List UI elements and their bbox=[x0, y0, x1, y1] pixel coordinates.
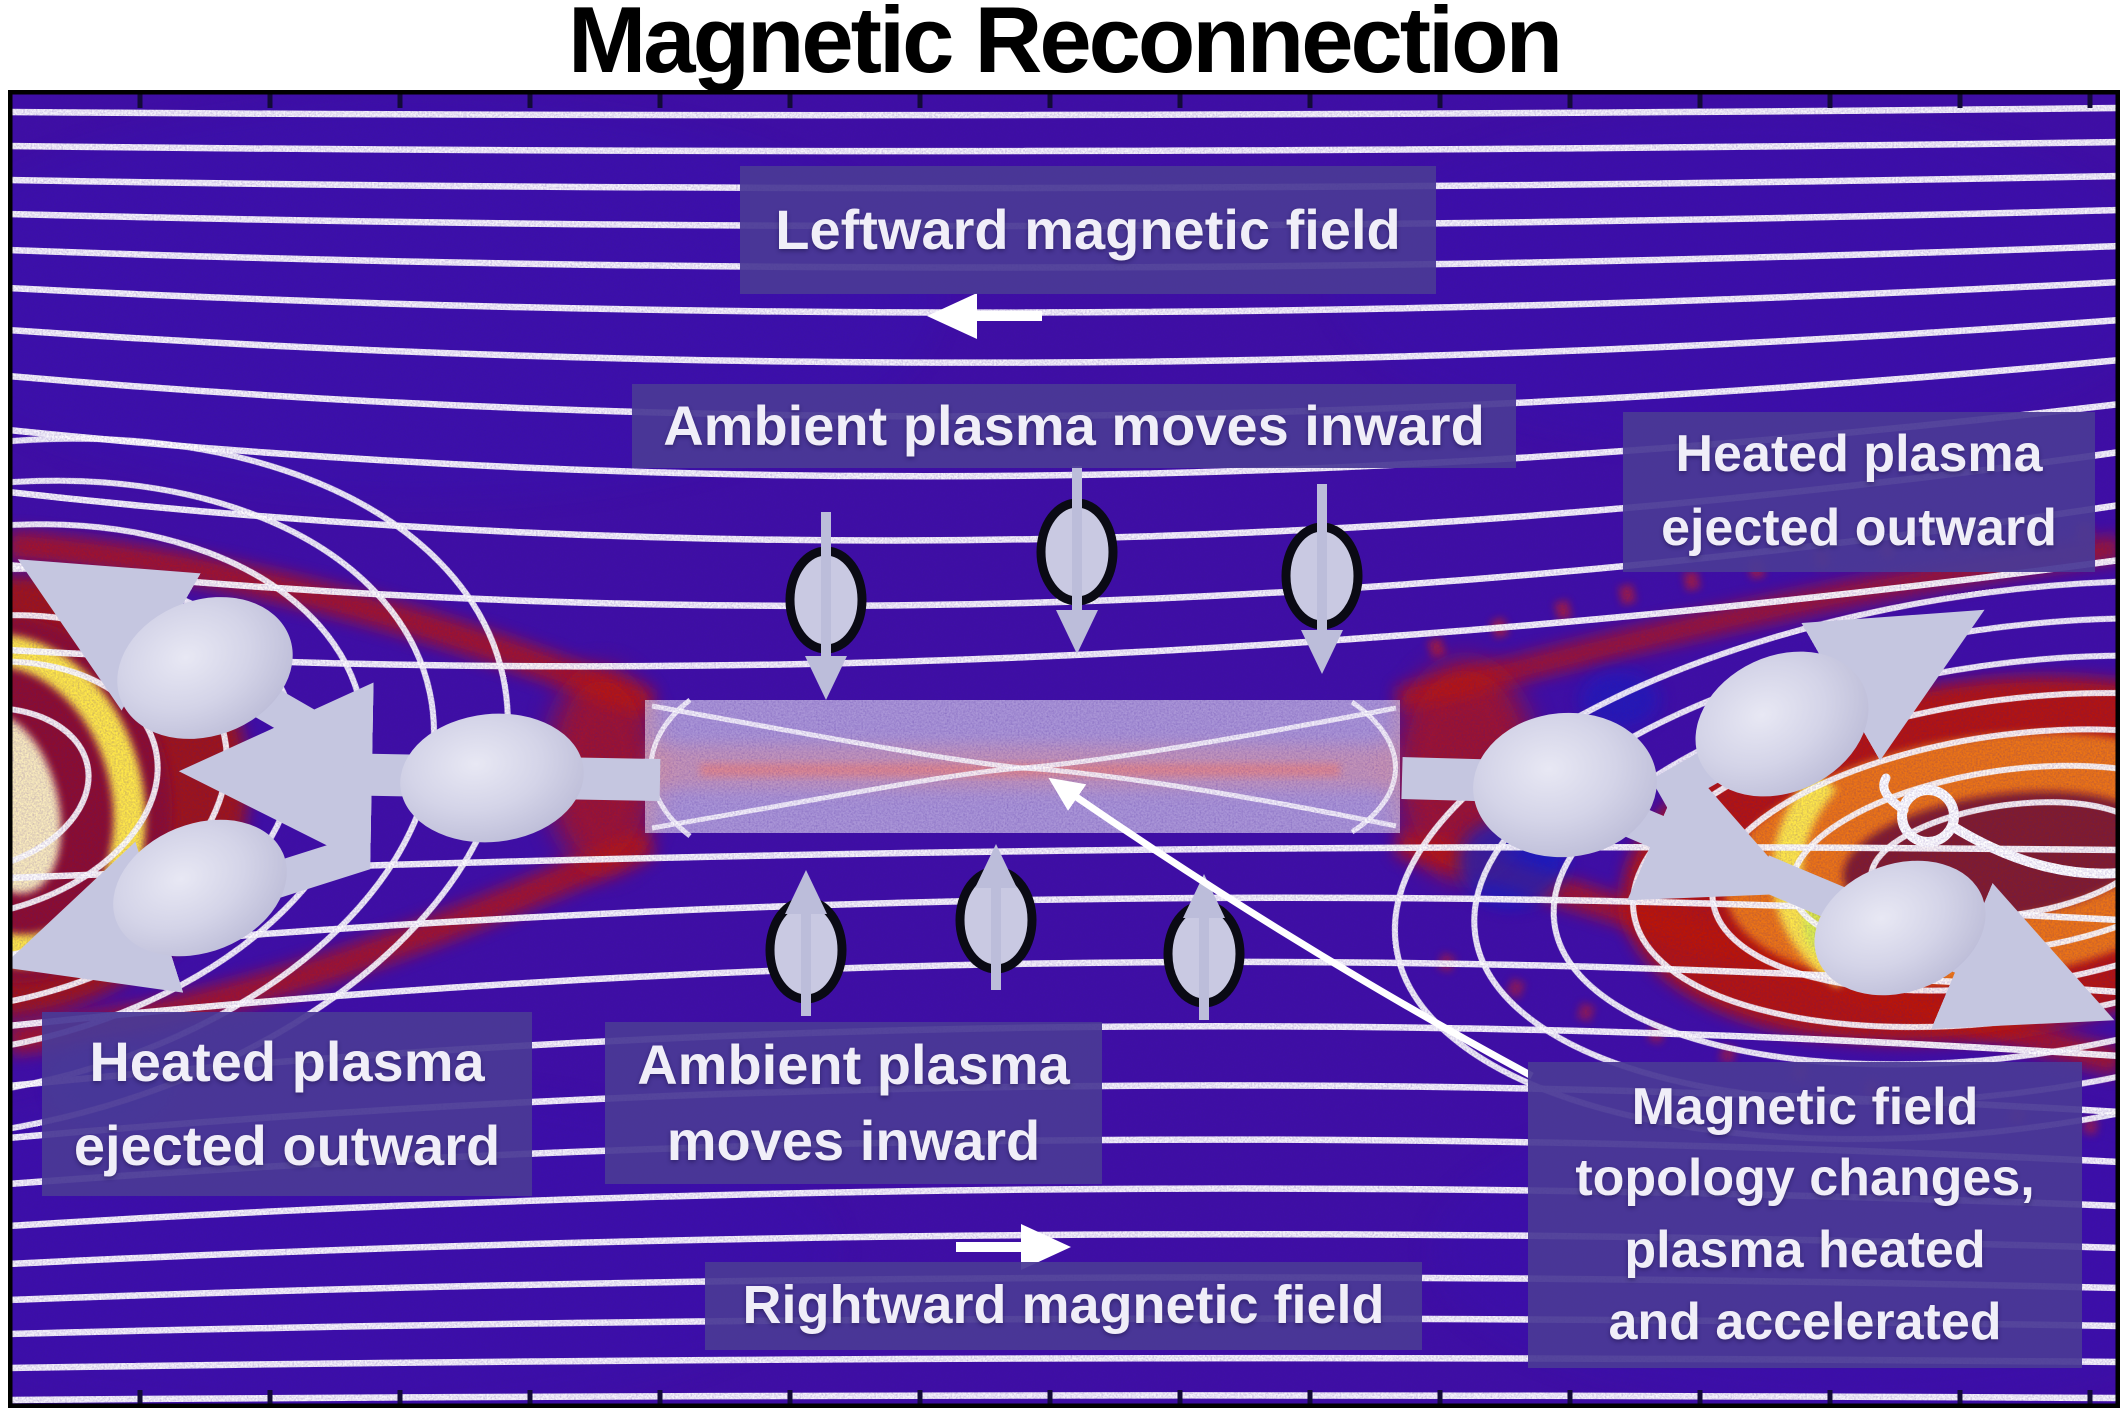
label-line: Ambient plasma bbox=[637, 1032, 1070, 1096]
lower-right-plasma-blob bbox=[1814, 860, 1986, 996]
label-line: ejected outward bbox=[1661, 499, 2057, 557]
label-line: plasma heated bbox=[1624, 1221, 1986, 1279]
label-line: ejected outward bbox=[73, 1114, 501, 1177]
plot-frame bbox=[8, 90, 2120, 1408]
page-title: Magnetic Reconnection bbox=[567, 0, 1563, 92]
upper-right-plasma-blob bbox=[1695, 651, 1869, 797]
label-topology-changes: Magnetic field topology changes, plasma … bbox=[1528, 1062, 2082, 1368]
label-leftward-magnetic-field: Leftward magnetic field bbox=[740, 166, 1436, 294]
label-line: Heated plasma bbox=[89, 1030, 485, 1093]
label-ambient-plasma-bottom: Ambient plasma moves inward bbox=[605, 1022, 1102, 1184]
middle-right-plasma-blob bbox=[1473, 712, 1657, 858]
label-text: Leftward magnetic field bbox=[775, 198, 1401, 262]
simulation-figure: Leftward magnetic field Ambient plasma m… bbox=[8, 90, 2120, 1408]
label-text: Rightward magnetic field bbox=[742, 1275, 1385, 1336]
middle-left-plasma-blob bbox=[400, 713, 584, 843]
label-line: moves inward bbox=[666, 1109, 1041, 1172]
label-heated-plasma-right: Heated plasma ejected outward bbox=[1623, 412, 2095, 572]
heated-plasma-blobs bbox=[113, 597, 1986, 996]
topology-pointer-arrow bbox=[1048, 777, 1534, 1080]
label-text: Ambient plasma moves inward bbox=[663, 394, 1485, 458]
label-line: Heated plasma bbox=[1675, 425, 2043, 484]
label-line: Magnetic field bbox=[1631, 1077, 1979, 1136]
label-line: topology changes, bbox=[1575, 1149, 2035, 1208]
annotation-arrows bbox=[926, 292, 1534, 1271]
ambient-plasma-blobs bbox=[765, 466, 1363, 1020]
label-rightward-magnetic-field: Rightward magnetic field bbox=[705, 1262, 1422, 1350]
label-ambient-plasma-top: Ambient plasma moves inward bbox=[632, 384, 1516, 468]
lower-left-plasma-blob bbox=[113, 819, 287, 957]
label-heated-plasma-left: Heated plasma ejected outward bbox=[42, 1012, 532, 1196]
upper-left-plasma-blob bbox=[117, 597, 293, 739]
axis-ticks bbox=[137, 92, 2093, 1406]
label-line: and accelerated bbox=[1608, 1292, 2002, 1351]
